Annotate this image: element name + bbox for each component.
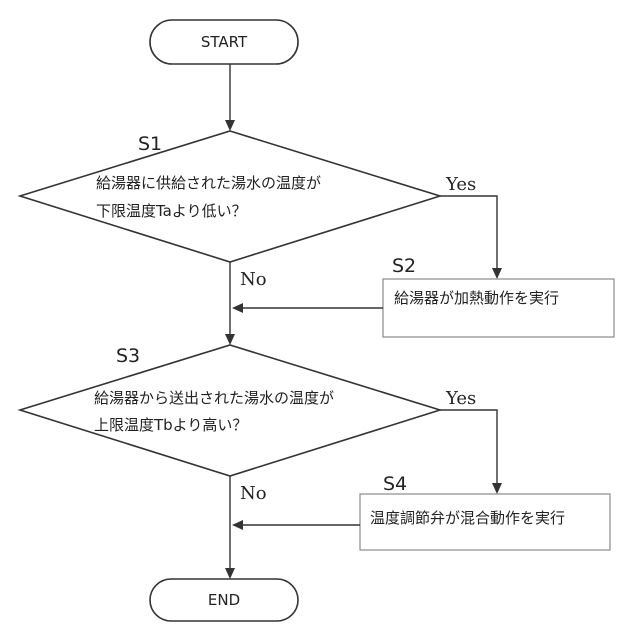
arrowhead-start-s1	[225, 120, 235, 131]
decision-s1-shape	[20, 131, 440, 262]
decision-s1-line2: 下限温度Taより低い？	[96, 202, 247, 220]
branch-yes-s3: Yes	[445, 388, 476, 409]
arrowhead-s4-return	[232, 520, 243, 530]
end-label: END	[208, 591, 240, 609]
arrowhead-s3-end	[225, 568, 235, 579]
arrowhead-s2-return	[232, 303, 243, 313]
connector-s1-yes	[440, 196, 497, 270]
end-node: END	[150, 579, 298, 621]
decision-s3-line1: 給湯器から送出された湯水の温度が	[94, 389, 334, 407]
decision-s1: 給湯器に供給された湯水の温度が 下限温度Taより低い？	[20, 131, 440, 262]
branch-yes-s1: Yes	[445, 174, 476, 195]
arrowhead-s3-yes	[492, 483, 502, 494]
step-label-s4: S4	[383, 473, 407, 495]
process-s4-text: 温度調節弁が混合動作を実行	[370, 509, 565, 527]
step-label-s2: S2	[392, 255, 416, 277]
arrowhead-s1-yes	[492, 268, 502, 279]
start-node: START	[150, 20, 298, 64]
step-label-s3: S3	[116, 345, 140, 367]
decision-s3-line2: 上限温度Tbより高い？	[94, 416, 247, 434]
connector-s3-yes	[440, 410, 497, 485]
process-s2-text: 給湯器が加熱動作を実行	[394, 289, 559, 307]
process-s2-shape	[383, 279, 614, 337]
decision-s1-line1: 給湯器に供給された湯水の温度が	[96, 174, 321, 192]
decision-s3-shape	[20, 345, 440, 476]
branch-no-s3: No	[240, 483, 267, 504]
start-label: START	[201, 33, 248, 51]
process-s2: 給湯器が加熱動作を実行	[383, 279, 614, 337]
arrowhead-s1-s3	[225, 334, 235, 345]
branch-no-s1: No	[240, 269, 267, 290]
decision-s3: 給湯器から送出された湯水の温度が 上限温度Tbより高い？	[20, 345, 440, 476]
step-label-s1: S1	[138, 133, 162, 155]
process-s4: 温度調節弁が混合動作を実行	[360, 494, 610, 550]
